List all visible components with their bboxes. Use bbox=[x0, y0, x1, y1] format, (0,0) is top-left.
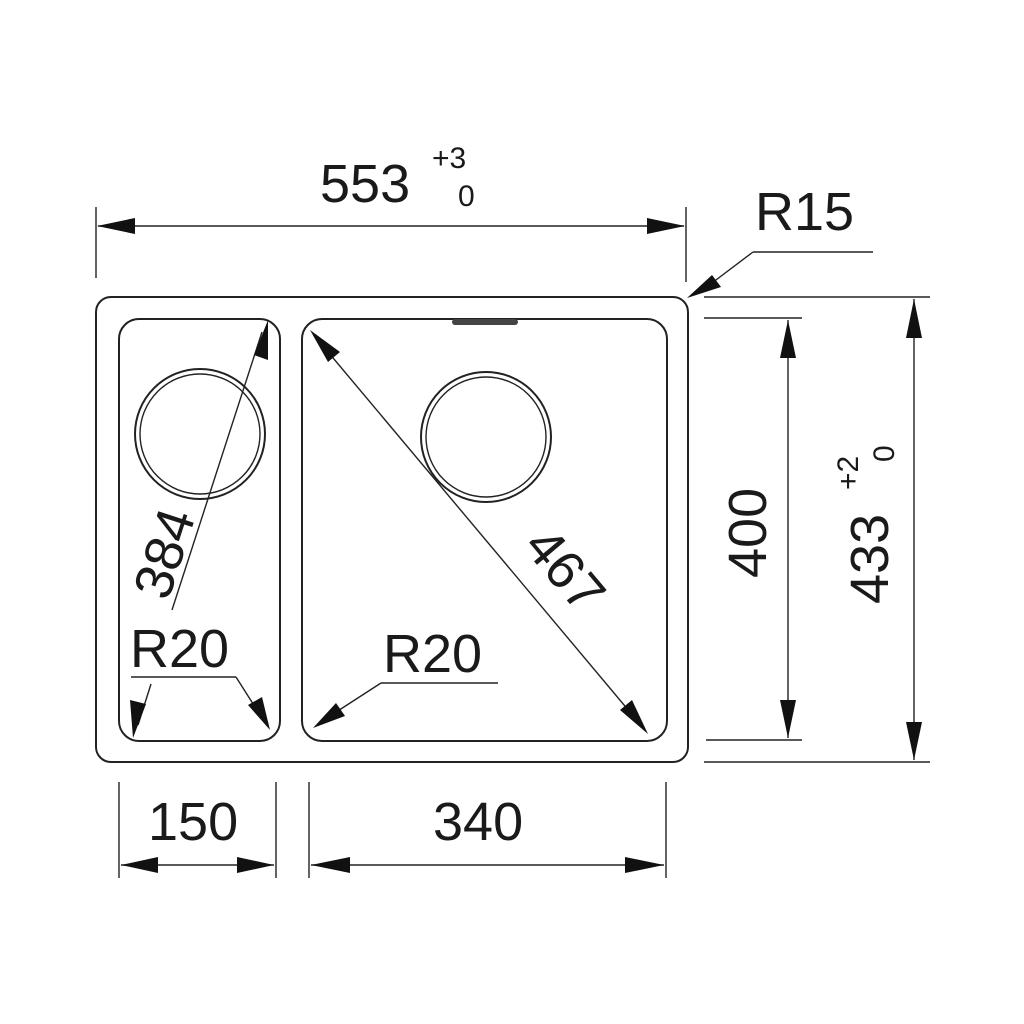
bowl-depth-dimension: 400 bbox=[704, 317, 802, 741]
overall-width-label: 553 bbox=[320, 154, 410, 214]
small-bowl-drain-icon bbox=[134, 368, 266, 500]
large-bowl-diagonal-label: 467 bbox=[513, 516, 617, 624]
large-bowl-drain-icon bbox=[420, 371, 552, 503]
large-bowl-width-dimension: 340 bbox=[308, 782, 667, 878]
overall-width-tol-lower: 0 bbox=[458, 180, 475, 213]
small-bowl: 384 R20 bbox=[118, 318, 281, 742]
large-bowl: 467 R20 bbox=[301, 318, 668, 742]
bowl-depth-label: 400 bbox=[718, 488, 778, 578]
overall-width-tol-upper: +3 bbox=[432, 142, 466, 175]
overall-depth-tol-lower: 0 bbox=[868, 445, 901, 462]
overflow-slot-icon bbox=[452, 319, 518, 325]
small-bowl-radius-label: R20 bbox=[130, 619, 229, 679]
outer-radius-label: R15 bbox=[755, 182, 854, 242]
overall-depth-dimension: 433 +2 0 bbox=[704, 296, 930, 763]
overall-width-dimension: 553 +3 0 bbox=[95, 142, 687, 282]
outer-radius-callout: R15 bbox=[687, 182, 873, 298]
small-bowl-diagonal-label: 384 bbox=[122, 501, 207, 605]
overall-depth-tol-upper: +2 bbox=[832, 456, 865, 490]
overall-depth-label: 433 bbox=[840, 514, 900, 604]
sink-outer-outline bbox=[95, 296, 689, 763]
small-bowl-width-label: 150 bbox=[148, 792, 238, 852]
small-bowl-width-dimension: 150 bbox=[118, 782, 277, 878]
large-bowl-radius-label: R20 bbox=[383, 624, 482, 684]
large-bowl-width-label: 340 bbox=[433, 792, 523, 852]
